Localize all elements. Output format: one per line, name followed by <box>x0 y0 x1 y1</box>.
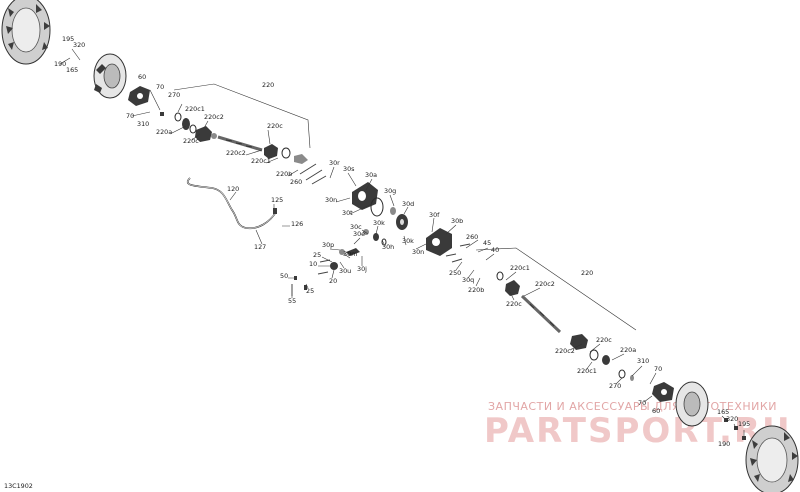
label-310: 310 <box>137 120 149 128</box>
label-50: 50 <box>280 272 288 280</box>
label-70: 70 <box>156 83 164 91</box>
label-195: 195 <box>738 420 750 428</box>
label-30f: 30f <box>429 211 440 219</box>
label-55: 55 <box>288 297 296 305</box>
label-60: 60 <box>652 407 660 415</box>
label-270: 270 <box>168 91 180 99</box>
label-126: 126 <box>291 220 303 228</box>
diff-small-parts <box>291 229 387 296</box>
label-30q: 30q <box>462 276 474 284</box>
label-30r: 30r <box>329 159 340 167</box>
label-195: 195 <box>62 35 74 43</box>
bearing-lower <box>618 369 634 381</box>
label-70: 70 <box>126 112 134 120</box>
label-220: 220 <box>581 269 593 277</box>
label-30s: 30s <box>343 165 355 173</box>
label-125: 125 <box>271 196 283 204</box>
washer-30g <box>390 207 396 215</box>
label-30k: 30k <box>402 237 414 245</box>
label-30e: 30e <box>353 230 365 238</box>
cv-joint-upper-inner <box>264 144 308 164</box>
label-20: 20 <box>329 277 337 285</box>
label-30n: 30n <box>325 196 337 204</box>
illustration-reference-code: 13C1902 <box>4 482 33 490</box>
label-45: 45 <box>483 239 491 247</box>
label-220c: 220c <box>183 137 199 145</box>
front-left-rim <box>93 53 127 99</box>
label-220c2: 220c2 <box>204 113 224 121</box>
label-220c2: 220c2 <box>535 280 555 288</box>
drive-shaft-upper <box>217 135 263 152</box>
label-190: 190 <box>718 440 730 448</box>
label-70: 70 <box>654 365 662 373</box>
label-30m: 30m <box>343 250 357 258</box>
cv-joint-upper-outer <box>195 126 217 142</box>
label-250: 250 <box>449 269 461 277</box>
diff-housing-upper <box>352 182 378 210</box>
label-30p: 30p <box>322 241 334 249</box>
hub-lower <box>652 382 674 402</box>
label-30g: 30g <box>384 187 396 195</box>
diff-housing-lower <box>426 228 452 256</box>
drive-shaft-lower <box>520 294 562 334</box>
gear-30d <box>396 214 408 230</box>
label-30u: 30u <box>339 267 351 275</box>
label-30d: 30d <box>402 200 414 208</box>
label-220c: 220c <box>506 300 522 308</box>
label-25: 25 <box>306 287 314 295</box>
rear-right-rim <box>675 381 709 427</box>
label-320: 320 <box>726 415 738 423</box>
label-30t: 30t <box>342 209 353 217</box>
label-270: 270 <box>609 382 621 390</box>
label-30j: 30j <box>357 265 367 273</box>
front-left-tire <box>1 0 51 65</box>
label-70: 70 <box>638 399 646 407</box>
label-220c1: 220c1 <box>185 105 205 113</box>
label-30n: 30n <box>412 248 424 256</box>
label-220a: 220a <box>620 346 636 354</box>
label-220c1: 220c1 <box>510 264 530 272</box>
label-40: 40 <box>491 246 499 254</box>
label-120: 120 <box>227 185 239 193</box>
lower-220-leader <box>475 247 637 331</box>
rear-right-tire <box>745 425 799 492</box>
part-labels: 195 320 190 165 60 70 270 70 310 220 220… <box>54 35 750 448</box>
nut-upper <box>160 112 164 116</box>
label-30k: 30k <box>373 219 385 227</box>
label-220a: 220a <box>156 128 172 136</box>
label-220b: 220b <box>468 286 484 294</box>
o-ring-30t <box>370 197 384 217</box>
label-127: 127 <box>254 243 266 251</box>
label-320: 320 <box>73 41 85 49</box>
label-220c: 220c <box>596 336 612 344</box>
bolts-260 <box>299 163 327 185</box>
label-220c1: 220c1 <box>251 157 271 165</box>
label-165: 165 <box>66 66 78 74</box>
label-leaders <box>59 48 745 436</box>
label-25: 25 <box>313 251 321 259</box>
label-60: 60 <box>138 73 146 81</box>
label-310: 310 <box>637 357 649 365</box>
cv-joint-lower-outer <box>570 334 610 365</box>
pins-lower <box>445 243 471 263</box>
label-220c2: 220c2 <box>226 149 246 157</box>
hub-upper <box>128 86 150 106</box>
label-30b: 30b <box>451 217 463 225</box>
label-260: 260 <box>466 233 478 241</box>
watermark-logo: PARTSPORT.RU <box>484 411 792 451</box>
label-30h: 30h <box>382 243 394 251</box>
breather-hose-120 <box>187 177 277 230</box>
cv-joint-lower-inner <box>496 271 520 296</box>
label-165: 165 <box>717 408 729 416</box>
label-30a: 30a <box>365 171 377 179</box>
label-220: 220 <box>262 81 274 89</box>
label-30c: 30c <box>350 223 362 231</box>
label-220b: 220b <box>276 170 292 178</box>
label-220c: 220c <box>267 122 283 130</box>
label-220c2: 220c2 <box>555 347 575 355</box>
label-220c1: 220c1 <box>577 367 597 375</box>
label-10: 10 <box>309 260 317 268</box>
label-260: 260 <box>290 178 302 186</box>
